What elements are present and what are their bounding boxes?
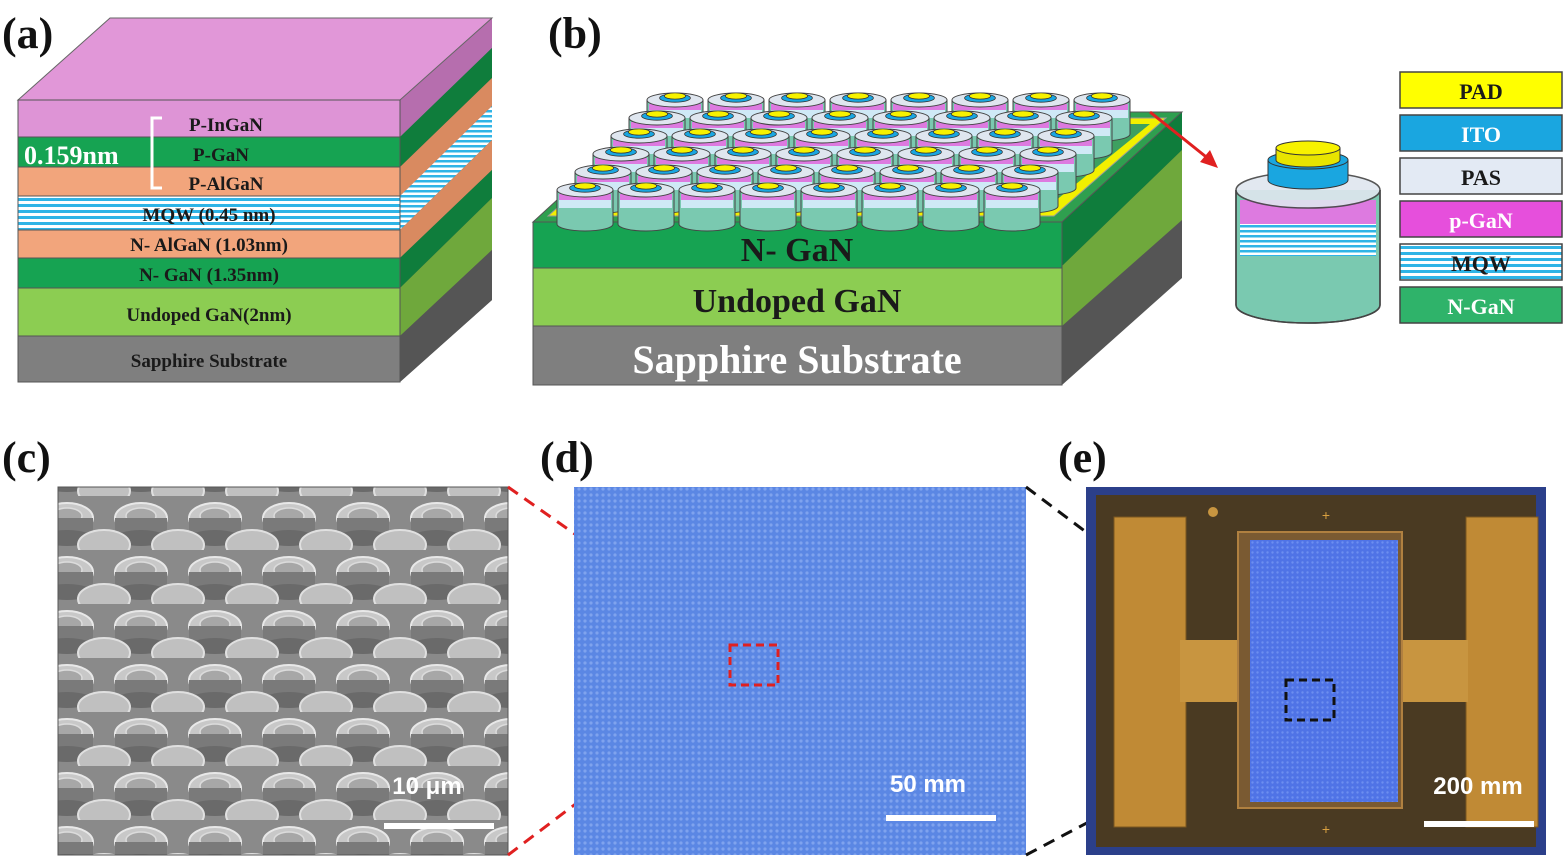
panel-c-label: (c): [2, 433, 51, 482]
layer-p-ingan: [17, 99, 401, 138]
legend-n-gan: [1399, 286, 1563, 324]
layer-p-algan: [17, 166, 401, 197]
zoom-box-d: [728, 643, 780, 687]
legend-pad-label: PAD: [1459, 79, 1503, 104]
label-sapphire: Sapphire Substrate: [131, 351, 287, 372]
label-mqw: MQW (0.45 nm): [142, 205, 275, 226]
layer-b-n-gan: [532, 221, 1063, 269]
label-n-algan: N- AlGaN (1.03nm): [130, 235, 288, 256]
micro-led-array-e: [1250, 540, 1398, 802]
label-n-gan: N- GaN (1.35nm): [139, 265, 279, 286]
layer-n-gan: [17, 257, 401, 289]
legend-ito: [1399, 114, 1563, 152]
layer-p-gan: [17, 136, 401, 168]
micro-led-pillar: [739, 182, 797, 232]
micro-led-pillar: [678, 182, 736, 232]
label-undoped-gan: Undoped GaN(2nm): [126, 305, 291, 326]
legend-pas: [1399, 157, 1563, 195]
panel-b-label: (b): [548, 9, 602, 58]
bracket-value: 0.159nm: [24, 141, 119, 170]
scale-label-e: 200 mm: [1433, 773, 1522, 800]
label-b-undoped: Undoped GaN: [693, 283, 902, 320]
zoom-box-e: [1284, 678, 1336, 722]
optical-image-d: [574, 487, 1026, 855]
svg-text:+: +: [1322, 821, 1330, 837]
scale-label-c: 10 μm: [392, 773, 461, 800]
layer-n-algan: [17, 229, 401, 259]
legend-n-gan-label: N-GaN: [1447, 294, 1514, 319]
layer-sapphire: [17, 335, 401, 383]
micro-led-pillar: [983, 182, 1041, 232]
layer-b-sapphire: [532, 325, 1063, 386]
label-b-sapphire: Sapphire Substrate: [632, 337, 961, 382]
legend-p-gan-label: p-GaN: [1449, 208, 1513, 233]
panel-e-label: (e): [1058, 433, 1107, 482]
panel-a: (a) P-InGaN P-GaN P-AlGaN MQW (0.45 nm) …: [2, 9, 494, 383]
micro-led-pillar: [556, 182, 614, 232]
micro-led-pillar: [861, 182, 919, 232]
panel-a-label: (a): [2, 9, 53, 58]
right-pad: [1465, 516, 1539, 828]
scale-label-d: 50 mm: [890, 771, 966, 798]
panel-c: (c) 10 μm: [2, 433, 509, 856]
panel-d-label: (d): [540, 433, 594, 482]
layer-undoped-gan: [17, 287, 401, 337]
single-micro-led: [1235, 140, 1381, 324]
bracket: [150, 116, 162, 190]
panel-e: (e) + + 200 mm: [1058, 433, 1546, 855]
micro-led-pillar: [800, 182, 858, 232]
legend-pad: [1399, 71, 1563, 109]
legend: PAD ITO PAS p-GaN MQW N-GaN: [1399, 71, 1563, 324]
label-p-ingan: P-InGaN: [189, 115, 263, 136]
micro-led-array: [556, 92, 1131, 232]
panel-b: (b) N- GaN Undoped GaN Sapphire Substrat…: [531, 9, 1563, 386]
sem-image: [58, 487, 508, 855]
label-p-algan: P-AlGaN: [189, 174, 264, 195]
legend-mqw: [1399, 243, 1563, 281]
left-pad: [1113, 516, 1187, 828]
svg-text:+: +: [1322, 507, 1330, 523]
micro-led-pillar: [922, 182, 980, 232]
detail-arrow: [1149, 110, 1211, 162]
micro-led-pillar: [617, 182, 675, 232]
legend-p-gan: [1399, 200, 1563, 238]
legend-ito-label: ITO: [1461, 122, 1501, 147]
legend-pas-label: PAS: [1461, 165, 1501, 190]
layer-mqw: [17, 195, 401, 231]
label-b-n-gan: N- GaN: [741, 232, 854, 269]
label-p-gan: P-GaN: [193, 145, 249, 166]
zoom-line-upper-cd: [507, 485, 738, 650]
panel-d: (d) 50 mm: [540, 433, 1026, 855]
legend-mqw-label: MQW: [1451, 251, 1511, 276]
layer-b-undoped: [532, 267, 1063, 327]
